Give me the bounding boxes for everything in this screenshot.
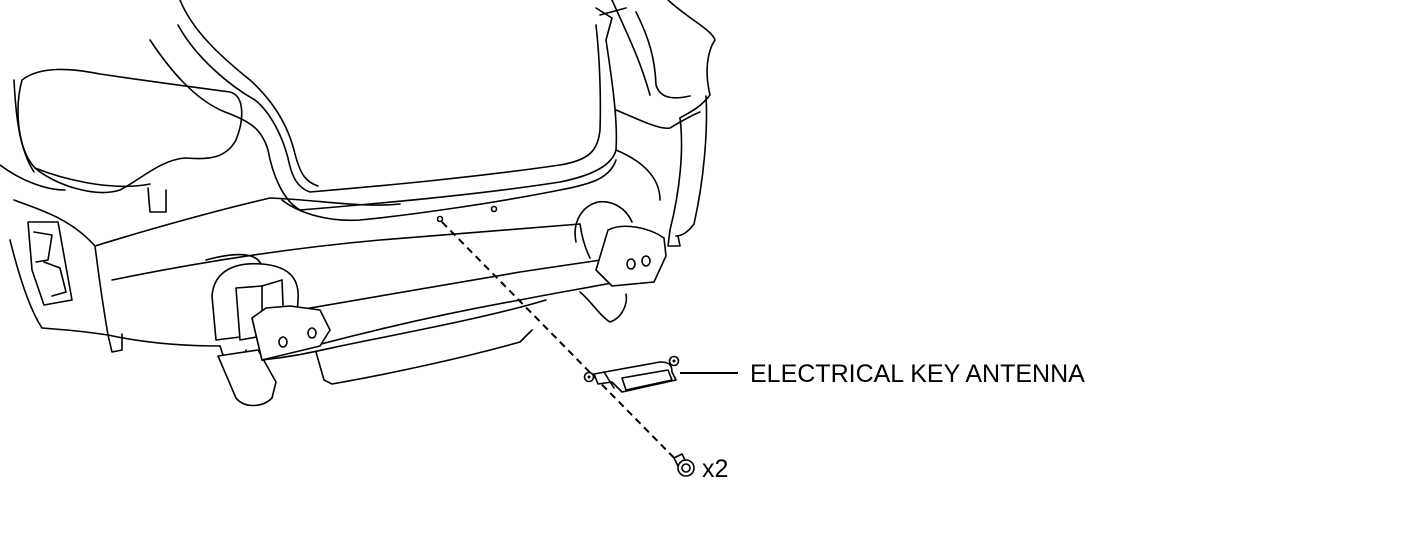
antenna-label: ELECTRICAL KEY ANTENNA — [750, 360, 1085, 388]
tail-lamp-left — [13, 68, 243, 194]
electrical-key-antenna — [583, 355, 680, 393]
installation-guide-line — [441, 221, 687, 471]
left-quarter-panel — [0, 164, 123, 353]
lamp-bracket — [147, 187, 167, 213]
right-quarter-panel — [611, 0, 716, 247]
bolt-quantity-label: x2 — [702, 455, 728, 483]
vehicle-rear-body — [0, 0, 716, 407]
mounting-hole-right — [490, 205, 498, 213]
bumper-reinforcement-beam — [251, 225, 667, 385]
back-door-opening — [149, 0, 627, 222]
bolt-icon — [673, 453, 695, 477]
lamp-housing-right — [574, 200, 633, 243]
mounting-hole-left — [436, 215, 444, 223]
